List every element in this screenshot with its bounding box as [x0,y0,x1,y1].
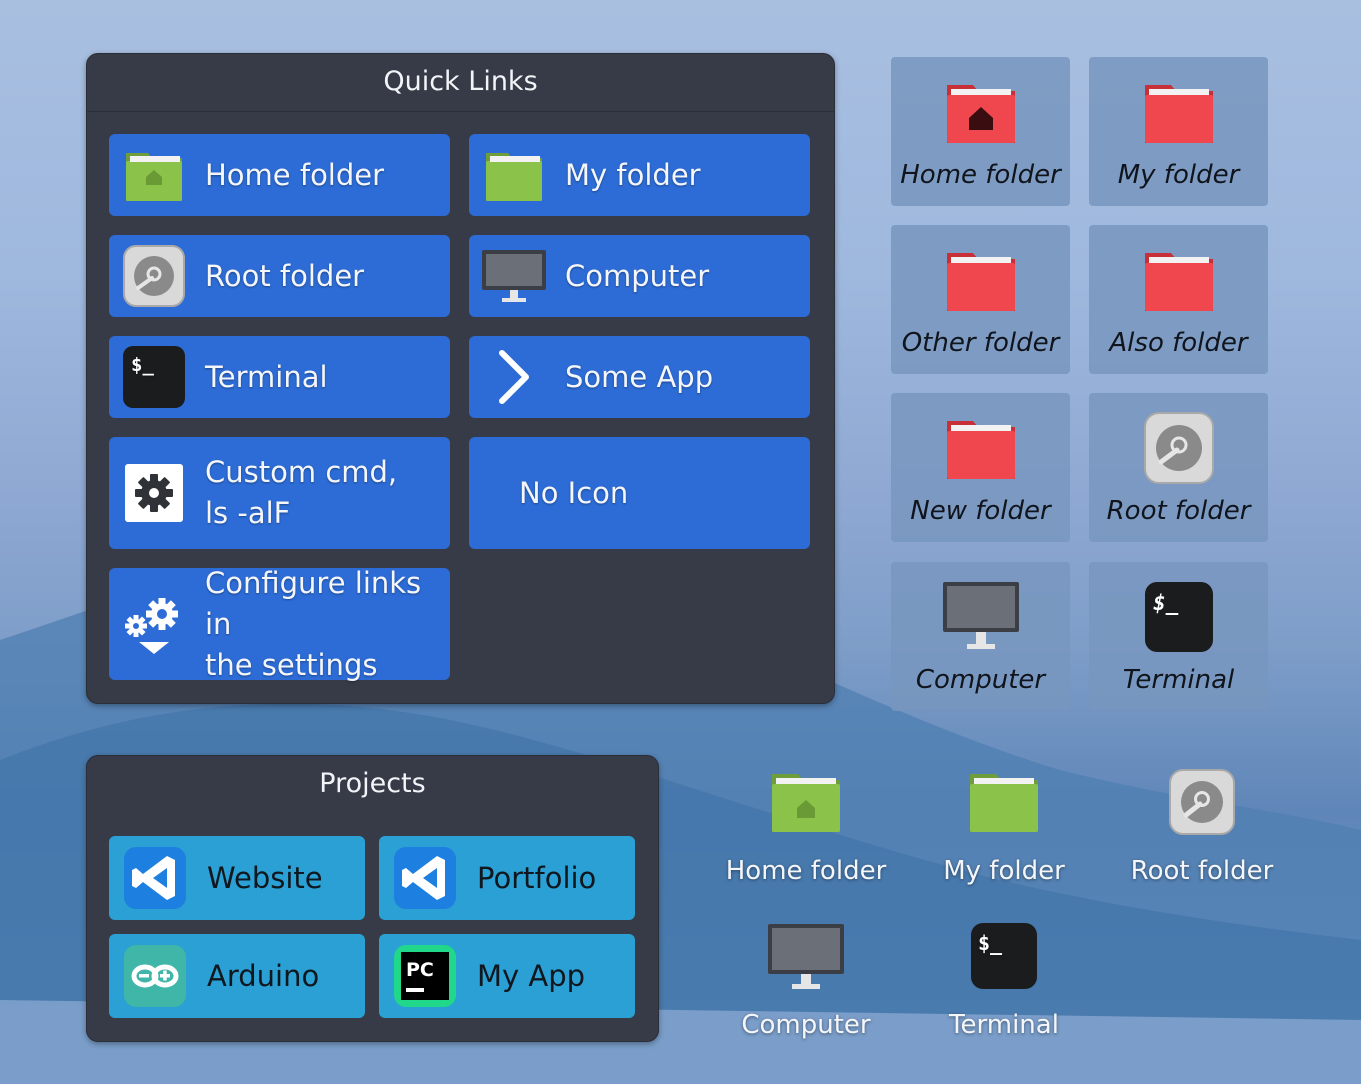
folder-icon [966,768,1042,844]
quick-link-label: My folder [565,157,701,192]
computer-icon [942,580,1019,656]
tile-label: Other folder [901,328,1060,358]
tile-label: New folder [910,496,1051,526]
terminal-icon: $_ [1141,580,1217,656]
red-home-folder-icon [943,75,1019,151]
quick-link-my-folder[interactable]: My folder [469,134,810,216]
home-folder-icon [122,143,186,207]
panel-title-divider [87,111,834,112]
pycharm-icon-text: PC [406,959,434,981]
desktop-icon-label: Terminal [949,1010,1059,1040]
tile-label: Also folder [1109,328,1248,358]
tile-my-folder[interactable]: My folder [1089,57,1268,206]
quick-link-root-folder[interactable]: Root folder [109,235,450,317]
desktop-icon-root-folder[interactable]: Root folder [1102,768,1302,886]
quick-link-label: Terminal [205,359,328,394]
desktop-icon-computer[interactable]: Computer [706,922,906,1040]
red-folder-icon [1141,243,1217,319]
terminal-prompt: $_ [131,354,154,376]
terminal-prompt: $_ [1153,591,1179,615]
vscode-icon [393,846,457,910]
quick-link-home-folder[interactable]: Home folder [109,134,450,216]
tile-terminal[interactable]: $_ Terminal [1089,562,1268,711]
quick-link-custom-cmd[interactable]: Custom cmd, ls -alF [109,437,450,549]
quick-link-computer[interactable]: Computer [469,235,810,317]
project-label: My App [477,959,586,993]
quick-link-label: Computer [565,258,710,293]
home-folder-icon [768,768,844,844]
drive-icon [1141,411,1217,487]
terminal-icon: $_ [966,922,1042,998]
chevron-right-icon [482,345,546,409]
folder-icon [482,143,546,207]
tile-computer[interactable]: Computer [891,562,1070,711]
quick-link-label-line1: Configure links in [205,565,422,641]
desktop-icon-label: Root folder [1130,856,1274,886]
project-portfolio[interactable]: Portfolio [379,836,635,920]
desktop-icon-label: Home folder [725,856,887,886]
red-folder-icon [1141,75,1217,151]
terminal-prompt: $_ [978,931,1003,955]
project-label: Portfolio [477,861,597,895]
tile-label: Root folder [1106,496,1251,526]
tile-other-folder[interactable]: Other folder [891,225,1070,374]
desktop-icon-my-folder[interactable]: My folder [904,768,1104,886]
quick-link-label: Root folder [205,258,365,293]
desktop-icon-label: Computer [741,1010,871,1040]
projects-title: Projects [319,768,426,799]
project-label: Arduino [207,959,320,993]
red-folder-icon [943,243,1019,319]
drive-icon [122,244,186,308]
computer-icon [482,244,546,308]
tile-label: My folder [1117,160,1240,190]
desktop-icon-label: My folder [943,856,1065,886]
drive-icon [1164,768,1240,844]
projects-panel: Projects Website Portfolio Arduino PC My… [86,755,659,1042]
tile-label: Home folder [900,160,1061,190]
computer-icon [768,922,844,998]
quick-links-panel: Quick Links Home folder My folder Root f… [86,53,835,704]
quick-link-label: No Icon [519,475,629,510]
desktop-icon-home-folder[interactable]: Home folder [706,768,906,886]
quick-link-label: Home folder [205,157,385,192]
tile-also-folder[interactable]: Also folder [1089,225,1268,374]
tile-new-folder[interactable]: New folder [891,393,1070,542]
quick-link-label-line2: the settings [205,647,378,682]
arduino-icon [123,944,187,1008]
red-folder-icon [943,411,1019,487]
project-my-app[interactable]: PC My App [379,934,635,1018]
quick-link-label-line2: ls -alF [205,496,291,530]
configure-links-button[interactable]: Configure links in the settings [109,566,450,682]
quick-link-label-line1: Custom cmd, [205,455,398,489]
quick-links-title: Quick Links [383,66,538,97]
tile-label: Terminal [1122,665,1235,695]
quick-link-no-icon[interactable]: No Icon [469,437,810,549]
quick-link-some-app[interactable]: Some App [469,336,810,418]
desktop-icon-terminal[interactable]: $_ Terminal [904,922,1104,1040]
terminal-icon: $_ [122,345,186,409]
gear-icon [122,461,186,525]
tile-label: Computer [915,665,1046,695]
project-website[interactable]: Website [109,836,365,920]
tile-home-folder[interactable]: Home folder [891,57,1070,206]
quick-link-label: Some App [565,359,714,394]
quick-link-label: Configure links in the settings [205,563,450,686]
tile-root-folder[interactable]: Root folder [1089,393,1268,542]
settings-gears-icon [122,592,186,656]
pycharm-icon: PC [393,944,457,1008]
project-arduino[interactable]: Arduino [109,934,365,1018]
quick-link-terminal[interactable]: $_ Terminal [109,336,450,418]
quick-link-label: Custom cmd, ls -alF [205,452,397,534]
project-label: Website [207,861,323,895]
vscode-icon [123,846,187,910]
